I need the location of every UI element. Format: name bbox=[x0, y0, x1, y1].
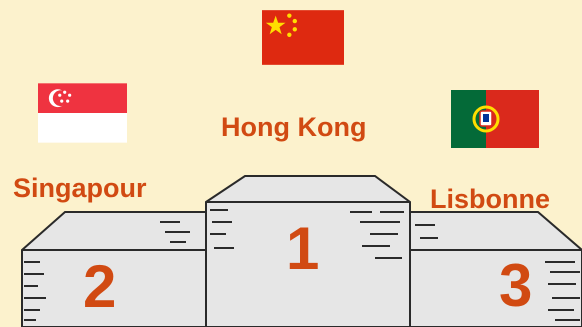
first-place-name: Hong Kong bbox=[221, 112, 367, 142]
second-place-rank: 2 bbox=[83, 253, 117, 320]
second-place-name: Singapour bbox=[13, 173, 147, 203]
podium-block-first bbox=[205, 175, 411, 327]
portugal-flag bbox=[451, 90, 539, 148]
china-flag bbox=[262, 10, 344, 65]
third-place-rank: 3 bbox=[499, 252, 533, 319]
first-place-rank: 1 bbox=[286, 215, 320, 282]
third-place-name: Lisbonne bbox=[430, 184, 550, 214]
singapore-flag bbox=[38, 83, 127, 143]
podium-block-third bbox=[407, 211, 582, 327]
podium-block-second bbox=[21, 211, 213, 327]
